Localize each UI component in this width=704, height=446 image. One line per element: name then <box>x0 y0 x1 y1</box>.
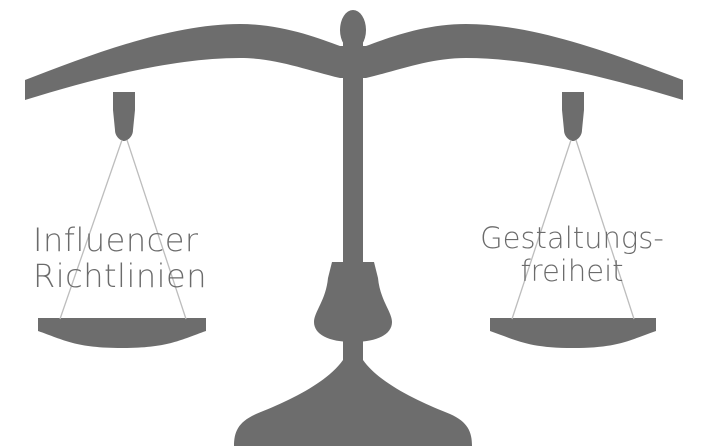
scale-bell <box>314 262 392 342</box>
right-hanger <box>562 92 584 110</box>
left-hanger <box>113 92 135 110</box>
scale-base <box>234 360 472 446</box>
left-pan <box>38 318 206 348</box>
right-pan-label-line-2: freiheit <box>472 255 672 288</box>
right-pan <box>490 318 656 348</box>
scale-pillar <box>343 40 363 265</box>
right-pan-label: Gestaltungs- freiheit <box>472 222 672 288</box>
left-pan-label-line-2: Richtlinien <box>33 258 207 294</box>
right-pan-label-line-1: Gestaltungs- <box>472 222 672 255</box>
left-pan-label: Influencer Richtlinien <box>33 222 207 294</box>
left-pan-label-line-1: Influencer <box>33 222 207 258</box>
